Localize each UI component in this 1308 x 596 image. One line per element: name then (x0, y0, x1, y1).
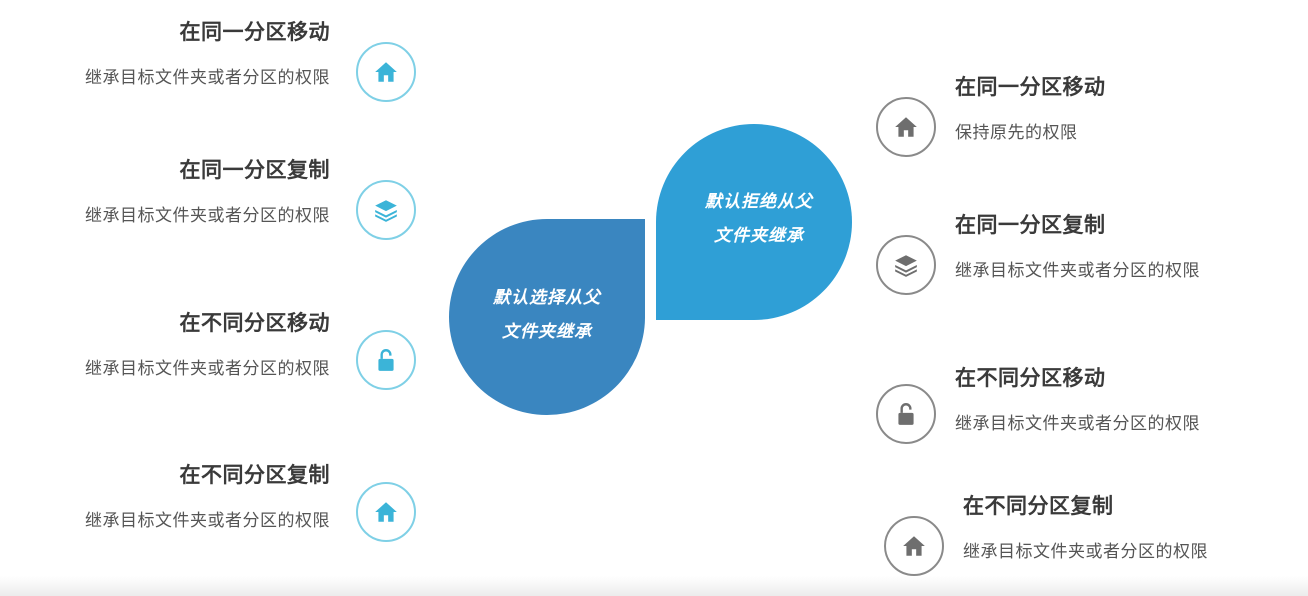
left-item-1-desc: 继承目标文件夹或者分区的权限 (85, 68, 330, 88)
left-item-1: 在同一分区移动 继承目标文件夹或者分区的权限 (0, 19, 330, 89)
left-drop-shape (449, 219, 645, 415)
layers-icon (876, 235, 936, 295)
home-icon (884, 516, 944, 576)
right-item-4-title: 在不同分区复制 (963, 494, 1114, 518)
left-item-3-desc: 继承目标文件夹或者分区的权限 (85, 359, 330, 379)
right-drop-shape (656, 124, 852, 320)
home-icon (876, 97, 936, 157)
right-item-1-title: 在同一分区移动 (955, 75, 1106, 99)
right-item-3-desc: 继承目标文件夹或者分区的权限 (955, 414, 1200, 434)
home-icon (356, 482, 416, 542)
right-item-1-desc: 保持原先的权限 (955, 123, 1078, 143)
left-drop-label: 默认选择从父 文件夹继承 (462, 281, 632, 349)
right-item-3-title: 在不同分区移动 (955, 366, 1106, 390)
left-drop-line2: 文件夹继承 (502, 322, 592, 342)
left-item-2-title: 在同一分区复制 (179, 158, 330, 182)
unlock-icon (876, 384, 936, 444)
right-item-2-title: 在同一分区复制 (955, 213, 1106, 237)
left-item-3: 在不同分区移动 继承目标文件夹或者分区的权限 (0, 310, 330, 380)
right-drop-line2: 文件夹继承 (714, 226, 804, 246)
right-item-2-desc: 继承目标文件夹或者分区的权限 (955, 261, 1200, 281)
unlock-icon (356, 330, 416, 390)
left-item-4-title: 在不同分区复制 (179, 463, 330, 487)
bottom-shade (0, 576, 1308, 596)
right-item-4: 在不同分区复制 继承目标文件夹或者分区的权限 (963, 493, 1308, 563)
right-drop-line1: 默认拒绝从父 (705, 192, 813, 212)
left-item-1-title: 在同一分区移动 (179, 20, 330, 44)
left-item-2: 在同一分区复制 继承目标文件夹或者分区的权限 (0, 157, 330, 227)
home-icon (356, 42, 416, 102)
right-item-3: 在不同分区移动 继承目标文件夹或者分区的权限 (955, 365, 1308, 435)
left-item-3-title: 在不同分区移动 (179, 311, 330, 335)
left-item-2-desc: 继承目标文件夹或者分区的权限 (85, 206, 330, 226)
right-item-4-desc: 继承目标文件夹或者分区的权限 (963, 542, 1208, 562)
left-item-4-desc: 继承目标文件夹或者分区的权限 (85, 511, 330, 531)
left-drop-line1: 默认选择从父 (493, 288, 601, 308)
layers-icon (356, 180, 416, 240)
right-drop-label: 默认拒绝从父 文件夹继承 (674, 185, 844, 253)
right-item-2: 在同一分区复制 继承目标文件夹或者分区的权限 (955, 212, 1308, 282)
right-item-1: 在同一分区移动 保持原先的权限 (955, 74, 1308, 144)
left-item-4: 在不同分区复制 继承目标文件夹或者分区的权限 (0, 462, 330, 532)
